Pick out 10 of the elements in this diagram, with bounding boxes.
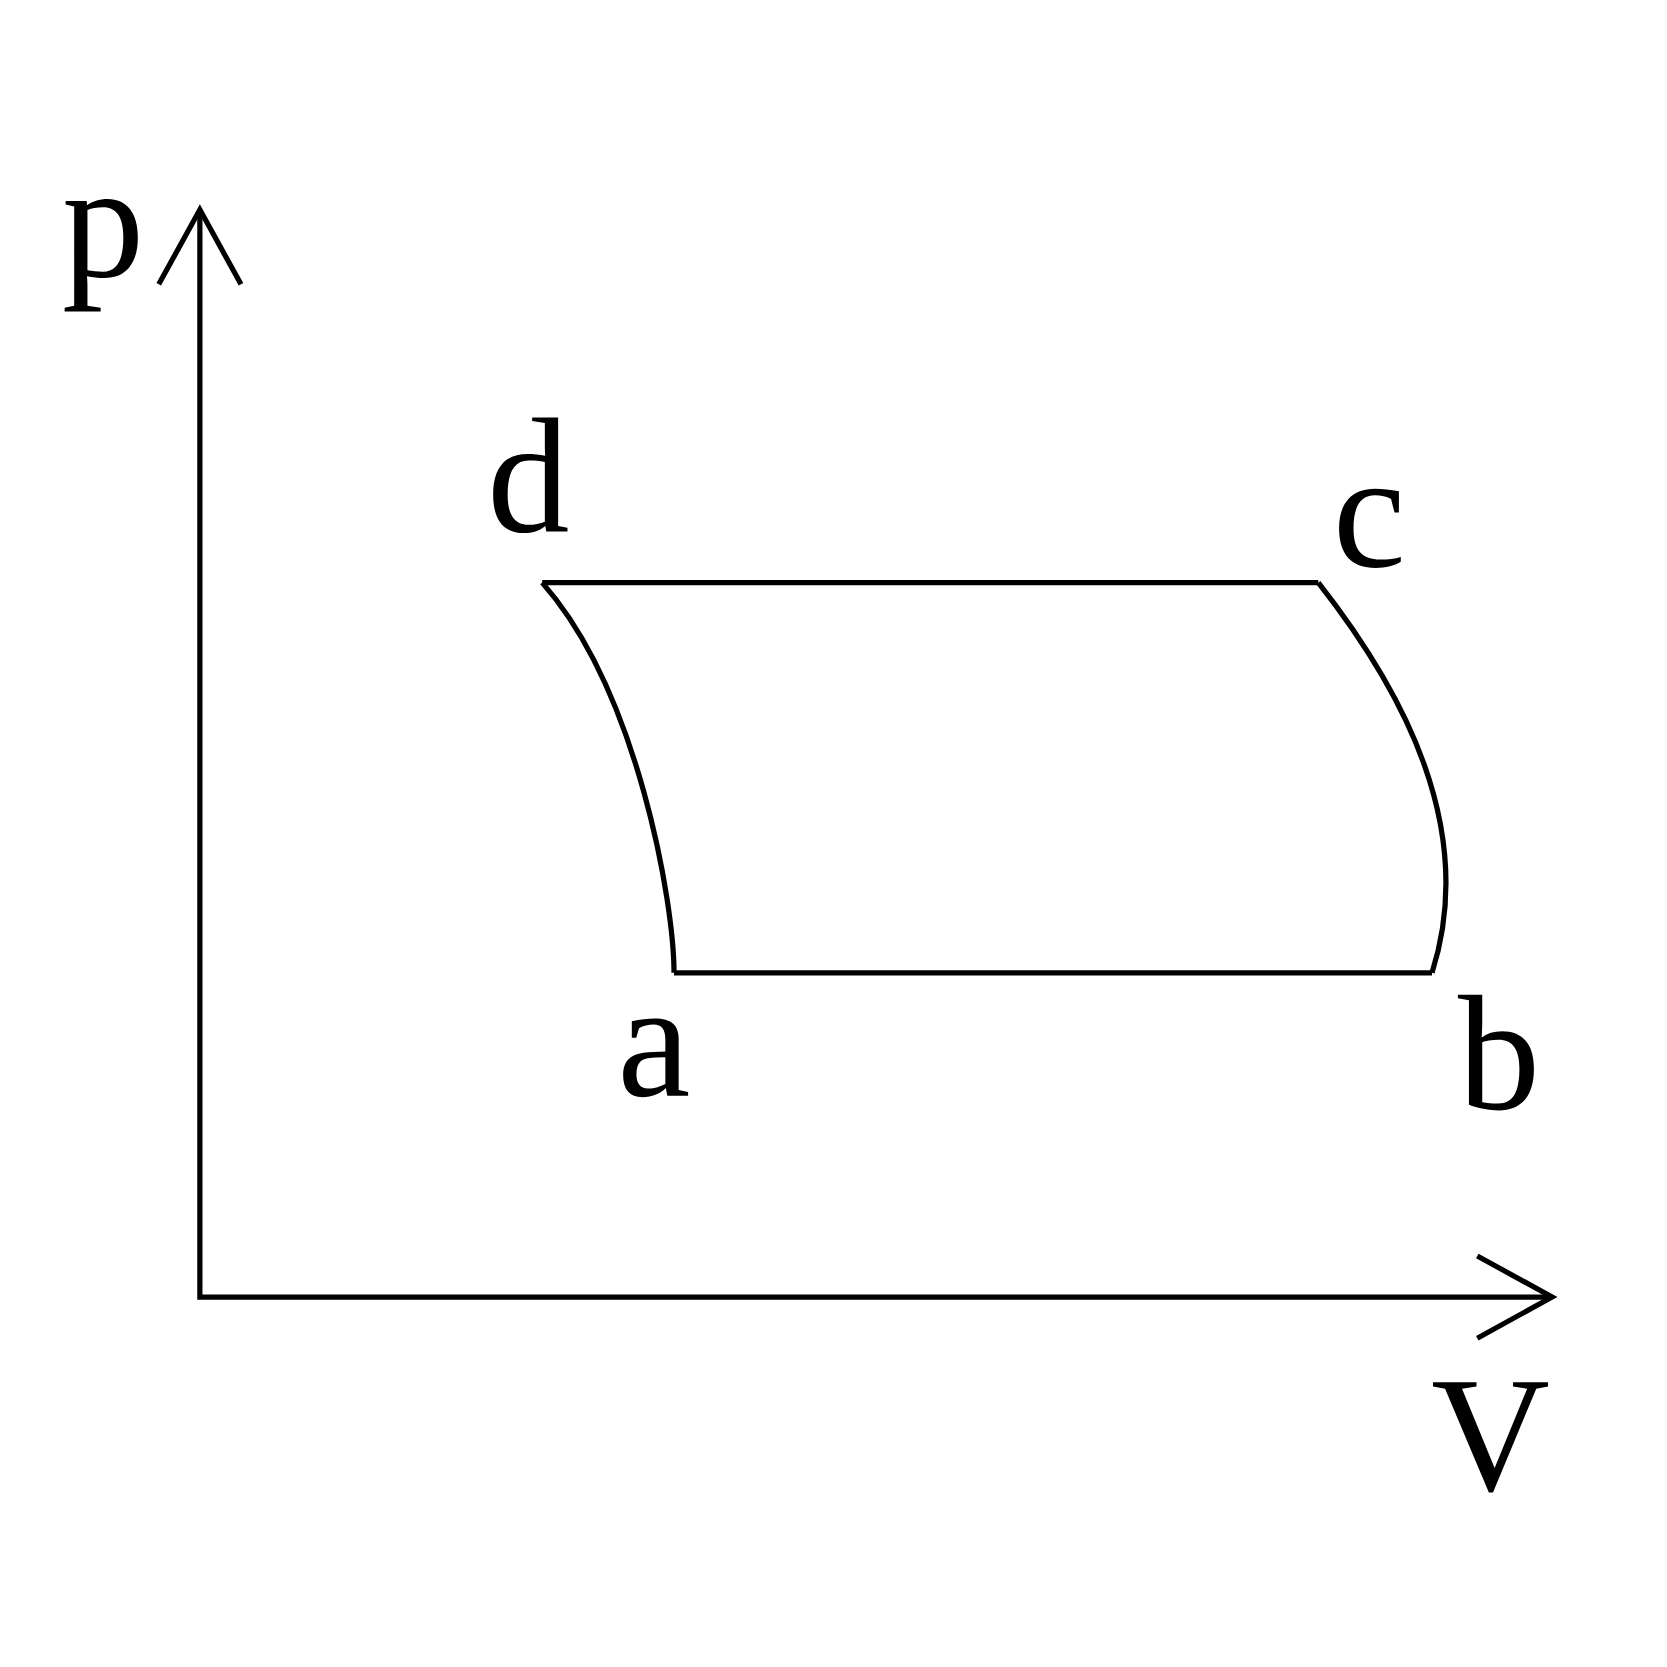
point-label: d (493, 417, 568, 534)
process-line (1316, 581, 1449, 974)
process-line (540, 581, 677, 973)
process-line (542, 580, 1319, 586)
point-label: b (1457, 994, 1534, 1111)
point-label: c (1339, 488, 1401, 568)
axis-label: V (1433, 1382, 1549, 1493)
point-label: a (623, 1018, 689, 1098)
axis-label: p (64, 198, 138, 312)
process-line (674, 970, 1433, 976)
